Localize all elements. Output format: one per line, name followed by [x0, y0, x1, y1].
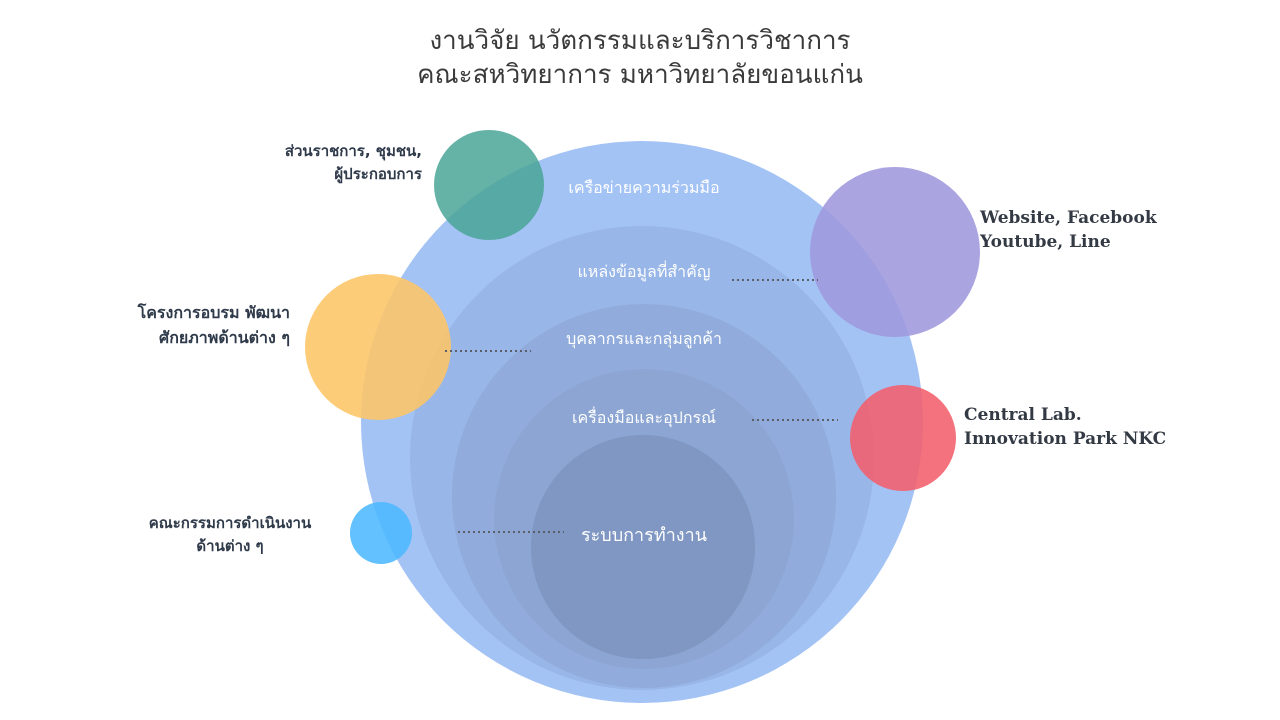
bubble-community [434, 130, 544, 240]
title-line-2: คณะสหวิทยาการ มหาวิทยาลัยขอนแก่น [417, 60, 863, 90]
label-media-line-2: Youtube, Line [980, 232, 1111, 252]
label-training: โครงการอบรม พัฒนา ศักยภาพด้านต่าง ๆ [138, 300, 290, 350]
label-media: Website, Facebook Youtube, Line [980, 206, 1157, 254]
label-community-line-1: ส่วนราชการ, ชุมชน, [284, 142, 422, 160]
label-committee-line-2: ด้านต่าง ๆ [196, 537, 264, 555]
label-committee-line-1: คณะกรรมการดำเนินงาน [148, 514, 312, 532]
ring-system [531, 435, 755, 659]
label-training-line-2: ศักยภาพด้านต่าง ๆ [159, 328, 290, 347]
bubble-media [810, 167, 980, 337]
label-lab: Central Lab. Innovation Park NKC [964, 403, 1166, 451]
label-training-line-1: โครงการอบรม พัฒนา [137, 303, 290, 322]
ring-label-tools: เครื่องมือและอุปกรณ์ [572, 408, 716, 427]
bubble-lab [850, 385, 956, 491]
bubble-training [305, 274, 451, 420]
label-community-line-2: ผู้ประกอบการ [334, 165, 422, 183]
ring-label-data-sources: แหล่งข้อมูลที่สำคัญ [577, 262, 711, 281]
title-line-1: งานวิจัย นวัตกรรมและบริการวิชาการ [429, 26, 851, 56]
label-lab-line-2: Innovation Park NKC [964, 429, 1167, 449]
ring-label-system: ระบบการทำงาน [580, 525, 708, 546]
label-community: ส่วนราชการ, ชุมชน, ผู้ประกอบการ [285, 140, 422, 186]
page-title: งานวิจัย นวัตกรรมและบริการวิชาการ คณะสหว… [0, 24, 1280, 92]
ring-label-people: บุคลากรและกลุ่มลูกค้า [566, 329, 722, 348]
label-committee: คณะกรรมการดำเนินงาน ด้านต่าง ๆ [130, 512, 330, 558]
label-lab-line-1: Central Lab. [964, 405, 1082, 425]
bubble-committee [350, 502, 412, 564]
label-media-line-1: Website, Facebook [980, 208, 1157, 228]
ring-label-network: เครือข่ายความร่วมมือ [568, 178, 720, 197]
